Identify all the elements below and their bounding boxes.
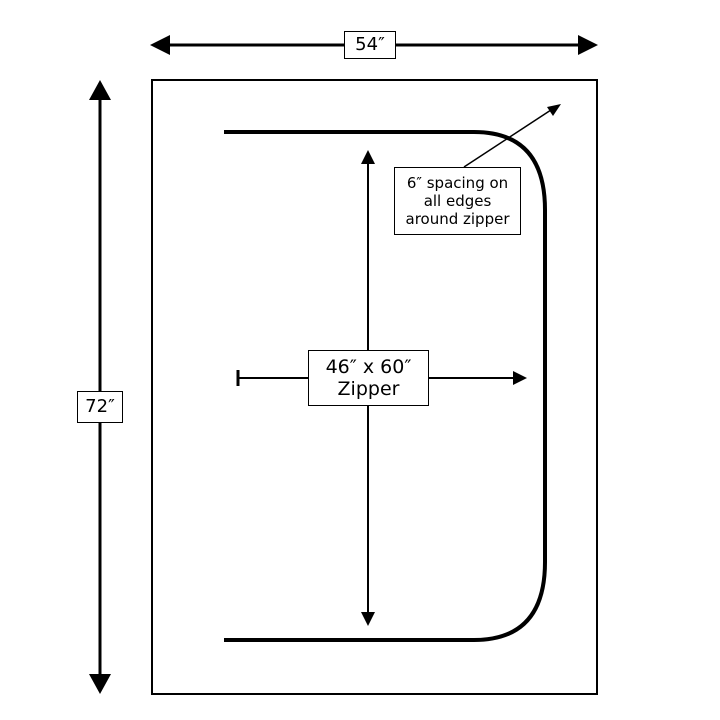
height-dimension-arrow	[89, 80, 111, 694]
spacing-note-line-1: 6″ spacing on	[406, 174, 509, 192]
spacing-note-line-3: around zipper	[405, 210, 510, 228]
height-dimension-label: 72″	[77, 391, 123, 423]
zipper-size-label: 46″ x 60″ Zipper	[308, 350, 429, 406]
zipper-name-text: Zipper	[337, 378, 400, 400]
height-dimension-text: 72″	[85, 396, 115, 417]
spacing-note-line-2: all edges	[423, 192, 492, 210]
spacing-note-label: 6″ spacing on all edges around zipper	[394, 167, 521, 235]
zipper-size-text: 46″ x 60″	[325, 356, 412, 378]
width-dimension-label: 54″	[344, 31, 396, 59]
width-dimension-text: 54″	[355, 34, 385, 55]
zipper-path	[224, 130, 547, 642]
spacing-leader-arrow	[463, 104, 561, 168]
blanket-outline	[151, 79, 598, 695]
